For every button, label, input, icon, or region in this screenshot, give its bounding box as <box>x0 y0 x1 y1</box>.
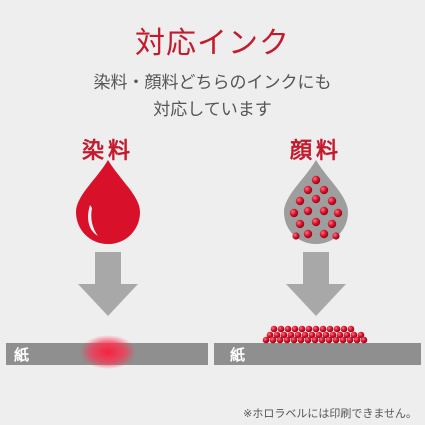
subtitle-line-2: 対応しています <box>153 100 272 120</box>
dye-label: 染料 <box>81 139 134 164</box>
down-arrow-icon <box>286 252 346 316</box>
pigment-label: 顔料 <box>289 139 342 164</box>
page-title: 対応インク <box>135 26 290 61</box>
footnote: ※ホロラベルには印刷できません。 <box>243 407 417 420</box>
subtitle-line-1: 染料・顔料どちらのインクにも <box>93 73 332 93</box>
pigment-drop-icon <box>284 160 348 244</box>
dye-drop-icon <box>76 160 140 244</box>
paper-label-left: 紙 <box>14 346 30 364</box>
dye-stain <box>80 335 136 369</box>
paper-strip-right <box>214 343 421 365</box>
paper-label-right: 紙 <box>230 346 246 364</box>
pigment-beads <box>262 325 368 344</box>
down-arrow-icon <box>78 252 138 316</box>
